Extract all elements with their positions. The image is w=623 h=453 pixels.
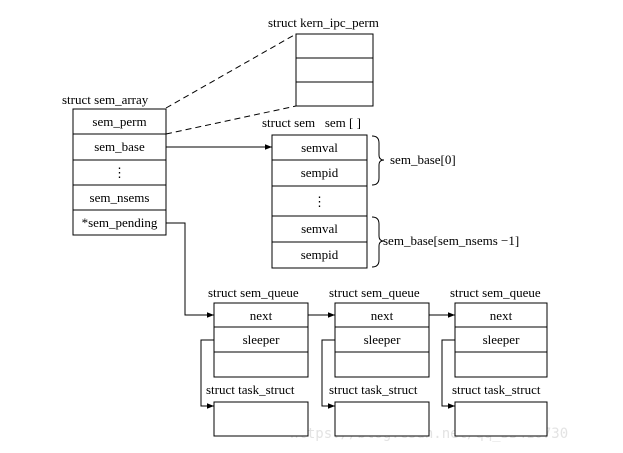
task-struct-title-3: struct task_struct — [452, 382, 541, 397]
sem-cell-ellipsis: ⋮ — [313, 194, 326, 209]
sem-queue-2-next: next — [371, 308, 394, 323]
dashed-connector-top — [165, 33, 297, 109]
brace-sem-base-0 — [371, 135, 385, 186]
sem-array-field-ellipsis: ⋮ — [113, 165, 126, 180]
sem-title: struct sem sem [ ] — [262, 115, 361, 130]
brace-label-sem-base-last: sem_base[sem_nsems −1] — [383, 233, 519, 248]
sem-array-box — [72, 108, 167, 236]
sem-queue-3-next: next — [490, 308, 513, 323]
sem-cell-semval-0: semval — [301, 140, 338, 155]
sem-cell-sempid-0: sempid — [301, 165, 339, 180]
kern-ipc-perm-box — [295, 33, 374, 107]
sem-queue-title-1: struct sem_queue — [208, 285, 299, 300]
task-struct-box-2 — [334, 401, 430, 437]
sem-queue-2-sleeper: sleeper — [364, 332, 401, 347]
sem-cell-semval-n: semval — [301, 221, 338, 236]
task-struct-title-2: struct task_struct — [329, 382, 418, 397]
sem-array-field-sem-perm: sem_perm — [92, 114, 146, 129]
kern-ipc-perm-title: struct kern_ipc_perm — [268, 15, 379, 30]
brace-label-sem-base-0: sem_base[0] — [390, 152, 456, 167]
task-struct-box-3 — [454, 401, 548, 437]
sem-array-title: struct sem_array — [62, 92, 149, 107]
sem-queue-title-3: struct sem_queue — [450, 285, 541, 300]
sleeper-arrow-1 — [200, 339, 214, 409]
sem-queue-box-2 — [334, 302, 430, 378]
dashed-connector-bottom — [165, 105, 297, 135]
sem-queue-box-1 — [213, 302, 309, 378]
sem-queue-1-next: next — [250, 308, 273, 323]
sem-array-field-sem-base: sem_base — [94, 139, 145, 154]
sem-array-box-entries — [271, 134, 368, 269]
brace-sem-base-last — [371, 216, 385, 268]
sem-array-field-sem-nsems: sem_nsems — [90, 190, 150, 205]
sem-cell-sempid-n: sempid — [301, 247, 339, 262]
sem-pending-arrow — [166, 222, 214, 318]
sleeper-arrow-3 — [441, 339, 455, 409]
task-struct-box-1 — [213, 401, 309, 437]
sem-queue-title-2: struct sem_queue — [329, 285, 420, 300]
sem-queue-1-sleeper: sleeper — [243, 332, 280, 347]
sem-queue-3-sleeper: sleeper — [483, 332, 520, 347]
sem-array-field-sem-pending: *sem_pending — [82, 215, 158, 230]
task-struct-title-1: struct task_struct — [206, 382, 295, 397]
sleeper-arrow-2 — [321, 339, 335, 409]
